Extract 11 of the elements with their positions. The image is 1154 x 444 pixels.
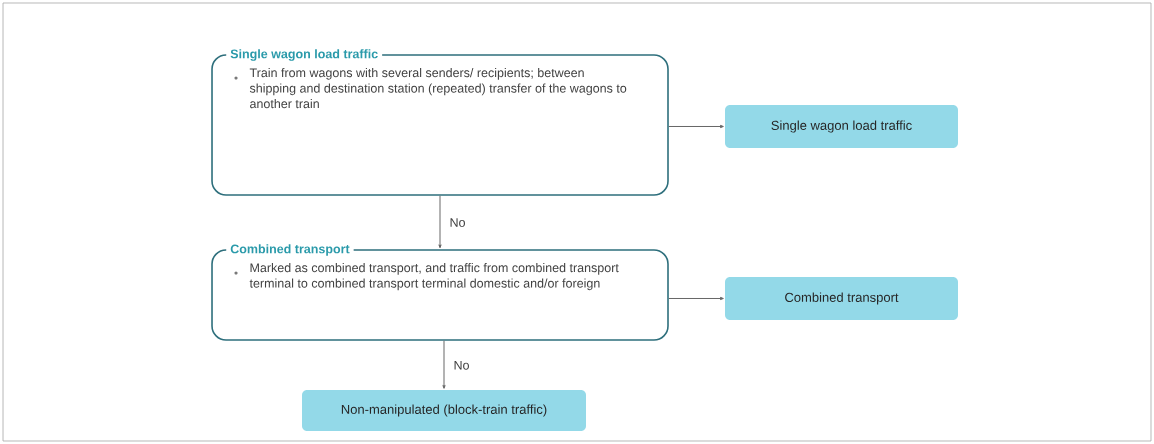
- result-box: Combined transport: [725, 277, 958, 320]
- box-heading: Single wagon load traffic: [226, 48, 383, 62]
- box-heading: Combined transport: [226, 243, 354, 257]
- arrow: [668, 124, 724, 129]
- edge-label: No: [454, 360, 469, 370]
- arrow: [442, 340, 446, 389]
- result-box: Non-manipulated (block-train traffic): [302, 390, 586, 431]
- result-box: Single wagon load traffic: [725, 105, 958, 148]
- arrow: [438, 195, 442, 249]
- arrow: [668, 296, 724, 301]
- edge-label: No: [450, 218, 465, 227]
